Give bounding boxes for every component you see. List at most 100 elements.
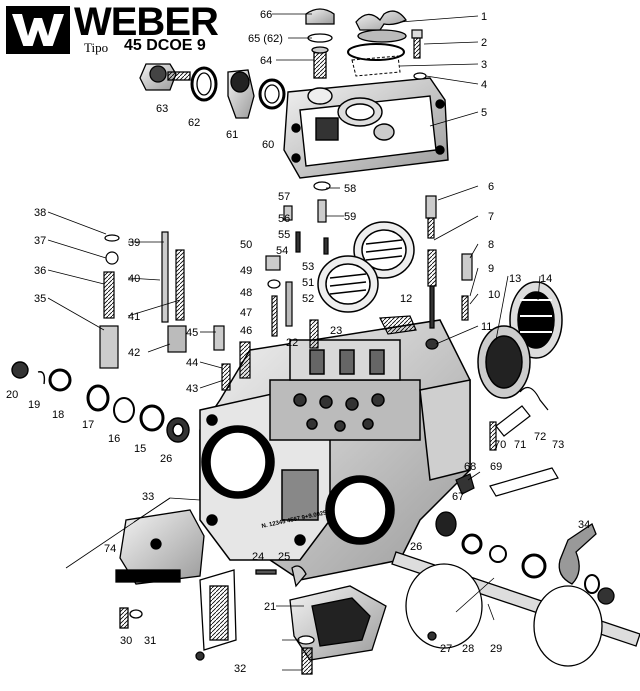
callout-67: 67 [452, 491, 464, 503]
callout-60: 60 [262, 139, 274, 151]
weber-w-emblem [6, 6, 70, 54]
callout-43: 43 [186, 383, 198, 395]
callout-18: 18 [52, 409, 64, 421]
callout-17: 17 [82, 419, 94, 431]
venturi-drums [317, 221, 415, 313]
callout-45: 45 [186, 327, 198, 339]
callout-71: 71 [514, 439, 526, 451]
callout-3: 3 [481, 59, 487, 71]
callout-70: 70 [494, 439, 506, 451]
callout-51: 51 [302, 277, 314, 289]
callout-28: 28 [462, 643, 474, 655]
callout-66: 66 [260, 9, 272, 21]
callout-53: 53 [302, 261, 314, 273]
callout-42: 42 [128, 347, 140, 359]
leader-lines [47, 13, 541, 671]
washer [413, 72, 427, 80]
callout-25: 25 [278, 551, 290, 563]
callout-40: 40 [128, 273, 140, 285]
callout-labels: 1 2 3 4 5 6 7 8 9 10 11 12 13 14 15 16 1… [6, 9, 590, 675]
callout-14: 14 [540, 273, 552, 285]
callout-21: 21 [264, 601, 276, 613]
callout-2: 2 [481, 37, 487, 49]
callout-26b: 26 [410, 541, 422, 553]
callout-5: 5 [481, 107, 487, 119]
callout-56: 56 [278, 213, 290, 225]
callout-9: 9 [488, 263, 494, 275]
callout-69: 69 [490, 461, 502, 473]
callout-36: 36 [34, 265, 46, 277]
callout-8: 8 [488, 239, 494, 251]
callout-10: 10 [488, 289, 500, 301]
carburetor-body [199, 319, 471, 581]
callout-1: 1 [481, 11, 487, 23]
callout-46: 46 [240, 325, 252, 337]
callout-7: 7 [488, 211, 494, 223]
model-number: 45 DCOE 9 [124, 37, 206, 54]
weber-logo: WEBER Tipo 45 DCOE 9 [6, 0, 226, 56]
pump-springs [99, 231, 231, 391]
callout-12: 12 [400, 293, 412, 305]
throttle-shaft [391, 511, 640, 667]
callout-34: 34 [578, 519, 590, 531]
callout-57: 57 [278, 191, 290, 203]
callout-52: 52 [302, 293, 314, 305]
callout-65: 65 (62) [248, 33, 283, 45]
callout-58: 58 [344, 183, 356, 195]
callout-35: 35 [34, 293, 46, 305]
callout-31: 31 [144, 635, 156, 647]
jet-assemblies [425, 195, 473, 350]
callout-64: 64 [260, 55, 272, 67]
callout-16: 16 [108, 433, 120, 445]
callout-33: 33 [142, 491, 154, 503]
tipo-label: Tipo [84, 40, 109, 55]
cover-screw [411, 29, 423, 59]
callout-63: 63 [156, 103, 168, 115]
callout-49: 49 [240, 265, 252, 277]
callout-59: 59 [344, 211, 356, 223]
callout-54: 54 [276, 245, 288, 257]
callout-72: 72 [534, 431, 546, 443]
brand-name: WEBER [74, 0, 219, 44]
callout-20: 20 [6, 389, 18, 401]
callout-26: 26 [160, 453, 172, 465]
callout-39: 39 [128, 237, 140, 249]
right-small-parts [455, 386, 559, 497]
callout-4: 4 [481, 79, 487, 91]
top-cover [283, 77, 449, 179]
bottom-parts [115, 509, 387, 675]
callout-11: 11 [481, 321, 492, 333]
callout-19: 19 [28, 399, 40, 411]
callout-74: 74 [104, 543, 116, 555]
callout-48: 48 [240, 287, 252, 299]
callout-37: 37 [34, 235, 46, 247]
seal-ring [347, 43, 405, 61]
callout-47: 47 [240, 307, 252, 319]
callout-32: 32 [234, 663, 246, 675]
callout-30: 30 [120, 635, 132, 647]
callout-73: 73 [552, 439, 564, 451]
left-small-parts [11, 361, 190, 443]
callout-50: 50 [240, 239, 252, 251]
filter-cap [305, 8, 335, 79]
callout-13: 13 [509, 273, 521, 285]
choke-tubes [477, 281, 563, 399]
callout-55: 55 [278, 229, 290, 241]
callout-15: 15 [134, 443, 146, 455]
callout-38: 38 [34, 207, 46, 219]
callout-22: 22 [286, 337, 298, 349]
callout-24: 24 [252, 551, 264, 563]
center-small-parts [213, 181, 417, 379]
callout-27: 27 [440, 643, 452, 655]
callout-6: 6 [488, 181, 494, 193]
callout-61: 61 [226, 129, 238, 141]
callout-41: 41 [128, 311, 140, 323]
callout-44: 44 [186, 357, 198, 369]
wing-nut [355, 10, 407, 43]
cover-gasket [351, 55, 401, 77]
callout-29: 29 [490, 643, 502, 655]
fuel-inlet-parts [139, 63, 286, 119]
callout-68: 68 [464, 461, 476, 473]
